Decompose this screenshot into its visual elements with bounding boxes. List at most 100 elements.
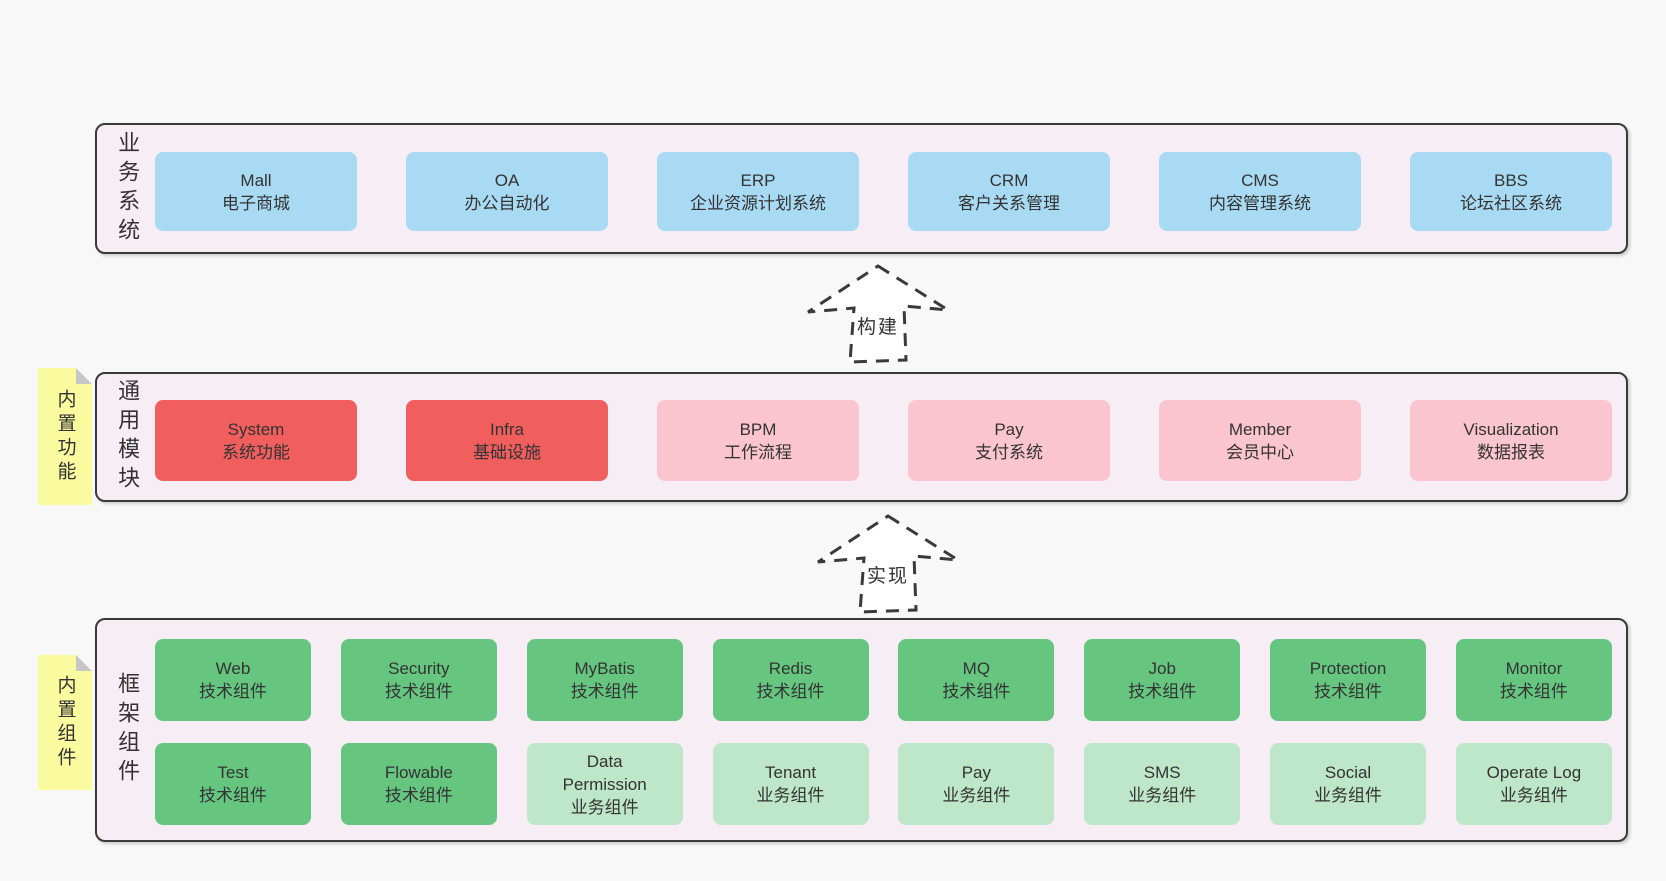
module-name: Infra	[489, 419, 525, 439]
module-desc: 业务组件	[1499, 786, 1568, 805]
module-box: OA 办公自动化	[406, 152, 608, 231]
module-desc: 业务组件	[570, 797, 639, 817]
module-box: MQ 技术组件	[898, 639, 1055, 721]
module-name: Data Permission	[562, 751, 647, 794]
layer-label-wrap: 通用模块	[109, 374, 145, 500]
sticky-note-label: 内置组件	[54, 674, 76, 771]
module-desc: 业务组件	[756, 786, 825, 805]
module-box: Tenant 业务组件	[712, 743, 869, 825]
sticky-note-builtin-components: 内置组件	[38, 655, 92, 790]
module-desc: 客户关系管理	[958, 193, 1060, 213]
sticky-note-label: 内置功能	[54, 388, 76, 485]
module-name: Flowable	[384, 763, 453, 782]
module-name: CMS	[1241, 170, 1279, 190]
module-desc: 电子商城	[222, 193, 290, 213]
module-row: System 系统功能 Infra 基础设施 BPM 工作流程 Pay 支付系统…	[155, 400, 1612, 481]
module-name: Member	[1228, 419, 1292, 439]
module-desc: 内容管理系统	[1209, 193, 1311, 213]
module-name: Pay	[961, 763, 992, 782]
module-box: CMS 内容管理系统	[1159, 152, 1361, 231]
module-desc: 业务组件	[942, 786, 1011, 805]
module-desc: 技术组件	[756, 682, 825, 701]
module-box: ERP 企业资源计划系统	[657, 152, 859, 231]
module-desc: 企业资源计划系统	[690, 193, 826, 213]
module-name: Job	[1148, 659, 1176, 678]
module-row: Mall 电子商城 OA 办公自动化 ERP 企业资源计划系统 CRM 客户关系…	[155, 152, 1612, 231]
module-desc: 办公自动化	[464, 193, 550, 213]
module-desc: 业务组件	[1314, 786, 1383, 805]
sticky-note-builtin-features: 内置功能	[38, 368, 92, 505]
module-box: Member 会员中心	[1159, 400, 1361, 481]
module-desc: 技术组件	[570, 682, 639, 701]
module-name: System	[227, 419, 285, 439]
module-box: BPM 工作流程	[657, 400, 859, 481]
module-box: Infra 基础设施	[406, 400, 608, 481]
module-name: Web	[215, 659, 251, 678]
module-desc: 技术组件	[384, 682, 453, 701]
module-row: Test 技术组件 Flowable 技术组件 Data Permission …	[155, 743, 1612, 825]
module-box: Security 技术组件	[340, 639, 497, 721]
module-desc: 技术组件	[1128, 682, 1197, 701]
module-row: Web 技术组件 Security 技术组件 MyBatis 技术组件 Redi…	[155, 639, 1612, 721]
module-box: Pay 支付系统	[908, 400, 1110, 481]
module-name: Security	[388, 659, 450, 678]
arrow-label-implement: 实现	[866, 566, 909, 587]
module-name: Tenant	[765, 763, 817, 782]
module-box: Job 技术组件	[1084, 639, 1241, 721]
module-name: MQ	[962, 659, 991, 678]
module-desc: 技术组件	[384, 786, 453, 805]
module-name: SMS	[1143, 763, 1181, 782]
module-name: Mall	[240, 170, 272, 190]
module-box: Mall 电子商城	[155, 152, 357, 231]
module-box: Web 技术组件	[155, 639, 311, 721]
module-desc: 技术组件	[199, 682, 267, 701]
module-desc: 系统功能	[222, 442, 290, 462]
module-name: Monitor	[1505, 659, 1563, 678]
layer-label-components: 框架组件	[115, 672, 141, 788]
module-box: SMS 业务组件	[1084, 743, 1241, 825]
module-box: Social 业务组件	[1270, 743, 1427, 825]
module-name: OA	[494, 170, 520, 190]
module-desc: 业务组件	[1128, 786, 1197, 805]
module-box: Pay 业务组件	[898, 743, 1055, 825]
module-name: BBS	[1493, 170, 1529, 190]
module-box: Redis 技术组件	[712, 639, 869, 721]
module-desc: 数据报表	[1477, 442, 1545, 462]
module-desc: 基础设施	[473, 442, 541, 462]
arrow-label-build: 构建	[856, 317, 899, 338]
module-box: BBS 论坛社区系统	[1410, 152, 1612, 231]
module-desc: 工作流程	[724, 442, 792, 462]
module-name: MyBatis	[574, 659, 635, 678]
layer-label-business: 业务系统	[115, 130, 141, 247]
module-desc: 技术组件	[942, 682, 1011, 701]
module-name: Social	[1324, 763, 1372, 782]
module-box: Test 技术组件	[155, 743, 311, 825]
module-desc: 会员中心	[1226, 442, 1294, 462]
module-desc: 技术组件	[1314, 682, 1383, 701]
module-box: Data Permission 业务组件	[526, 743, 683, 825]
module-box: MyBatis 技术组件	[526, 639, 683, 721]
module-name: Visualization	[1463, 419, 1559, 439]
module-name: ERP	[740, 170, 776, 190]
module-box: Monitor 技术组件	[1455, 639, 1612, 721]
module-desc: 技术组件	[1499, 682, 1568, 701]
module-desc: 支付系统	[975, 442, 1043, 462]
arrow-up-build-icon	[807, 264, 949, 364]
layer-label-wrap: 框架组件	[109, 620, 145, 840]
module-box: CRM 客户关系管理	[908, 152, 1110, 231]
module-name: Redis	[768, 659, 813, 678]
layer-label-modules: 通用模块	[115, 379, 141, 495]
module-box: Flowable 技术组件	[340, 743, 497, 825]
module-box: Protection 技术组件	[1270, 639, 1427, 721]
module-name: Operate Log	[1486, 763, 1582, 782]
layer-business-systems: 业务系统 Mall 电子商城 OA 办公自动化 ERP 企业资源计划系统 CRM…	[95, 123, 1628, 254]
module-box: Visualization 数据报表	[1410, 400, 1612, 481]
module-name: Protection	[1309, 659, 1387, 678]
module-box: System 系统功能	[155, 400, 357, 481]
module-box: Operate Log 业务组件	[1455, 743, 1612, 825]
module-name: Test	[217, 763, 249, 782]
layer-common-modules: 通用模块 System 系统功能 Infra 基础设施 BPM 工作流程 Pay…	[95, 372, 1628, 502]
layer-label-wrap: 业务系统	[109, 125, 145, 252]
module-desc: 技术组件	[199, 786, 267, 805]
